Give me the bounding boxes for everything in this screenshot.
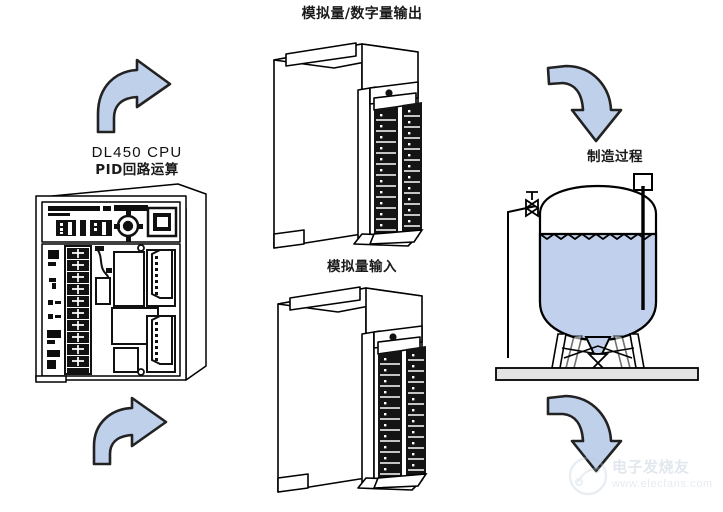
label-cpu-model: DL450 CPU <box>91 144 183 161</box>
terminal-block-left <box>378 350 402 482</box>
arrow-cpu-to-output <box>92 58 176 136</box>
tank-base-plate <box>495 367 699 381</box>
cpu-center-artwork <box>95 247 159 373</box>
cpu-connector-ports <box>146 249 176 373</box>
tank-bracing <box>561 345 635 359</box>
output-io-module[interactable] <box>258 38 466 268</box>
arrow-process-to-input <box>536 392 624 473</box>
terminal-block-left <box>374 106 398 238</box>
inlet-valve <box>524 191 540 218</box>
cpu-module[interactable] <box>28 182 214 388</box>
arrow-input-to-cpu <box>88 388 174 468</box>
label-cpu-function: PID回路运算 <box>95 162 179 178</box>
cpu-port-window <box>146 206 178 238</box>
label-input-module: 模拟量输入 <box>327 259 397 275</box>
liquid-surface <box>539 232 653 241</box>
terminal-block-right <box>402 102 422 234</box>
input-io-module[interactable] <box>262 282 470 512</box>
tank-liquid <box>540 234 656 340</box>
cpu-branding <box>48 205 148 216</box>
process-tank[interactable] <box>494 173 700 382</box>
label-output-module: 模拟量/数字量输出 <box>301 6 423 22</box>
tank-vessel <box>538 184 658 342</box>
cpu-terminal-labels <box>47 250 61 369</box>
terminal-block-right <box>406 346 426 478</box>
cpu-led-block <box>56 220 112 236</box>
cpu-rotary-dial <box>114 210 143 242</box>
watermark-url: www.elecfans.com <box>612 478 713 490</box>
tank-inlet-pipe <box>507 205 537 358</box>
label-process: 制造过程 <box>587 149 643 165</box>
arrow-output-to-process <box>538 62 624 144</box>
cpu-screw-terminals <box>64 245 92 375</box>
